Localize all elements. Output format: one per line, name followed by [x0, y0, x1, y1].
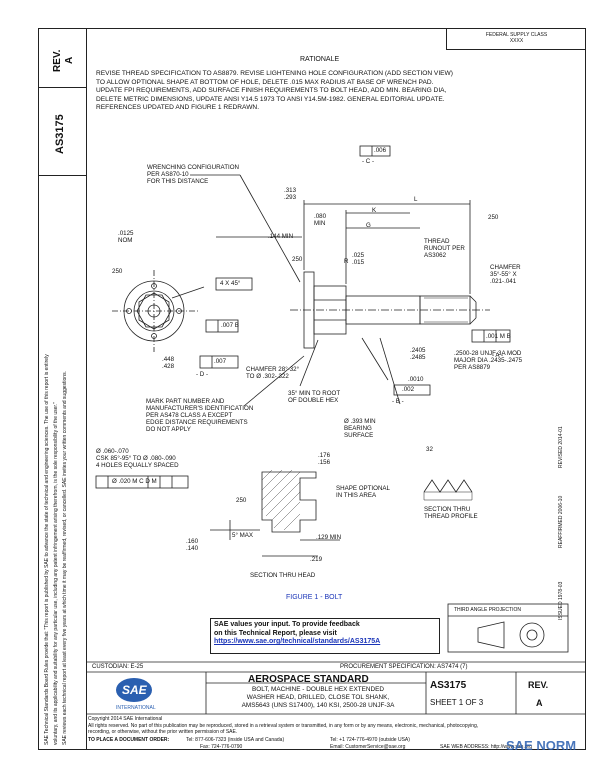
dim-007b: .007 B [221, 322, 239, 329]
footer-web: SAE WEB ADDRESS: http://www.sae.org [440, 744, 532, 750]
finish-250-section: 250 [236, 497, 247, 504]
feedback-line-1: SAE values your input. To provide feedba… [214, 621, 360, 628]
dim-l: L [414, 196, 418, 203]
sae-international: INTERNATIONAL [116, 705, 156, 711]
fsc-label: FEDERAL SUPPLY CLASS [485, 32, 548, 38]
dim-448: .448.428 [162, 356, 175, 370]
title-rev-value: A [536, 698, 543, 708]
dim-160: .160.140 [186, 538, 199, 552]
sae-logo-icon [116, 678, 152, 702]
dim-4x45: 4 X 45° [220, 280, 241, 287]
rationale-line-5: REFERENCES UPDATED AND FIGURE 1 REDRAWN. [96, 104, 260, 111]
drawing-frame [86, 28, 586, 750]
third-angle-label: THIRD ANGLE PROJECTION [454, 607, 521, 613]
sheet-number: SHEET 1 OF 3 [430, 698, 484, 707]
dim-025: .025.015 [352, 252, 365, 266]
dim-176: .176.156 [318, 452, 331, 466]
rev-box: REV. A [38, 28, 86, 88]
footer-fax: Fax: 724-776-0790 [200, 744, 243, 750]
dim-002: .002 [402, 386, 415, 393]
note-chamfer-head: CHAMFER 28°-32°TO Ø .302-.322 [246, 366, 300, 380]
finish-32: 32 [426, 446, 433, 453]
finish-250-right: 250 [488, 214, 499, 221]
rationale-title: RATIONALE [300, 56, 340, 63]
datum-c: - C - [362, 158, 375, 165]
fsc-number: XXXX [509, 38, 524, 44]
feedback-line-2: on this Technical Report, please visit [214, 629, 337, 637]
finish-250-head: 250 [292, 256, 303, 263]
procurement-spec: PROCUREMENT SPECIFICATION: AS7474 (7) [340, 664, 468, 670]
dim-0010: .0010 [408, 376, 424, 383]
feedback-link[interactable]: https://www.sae.org/technical/standards/… [214, 638, 381, 645]
dim-5max: 5° MAX [232, 532, 254, 539]
dim-001b: .001 M B [486, 333, 511, 340]
sae-logo-block: SAE INTERNATIONAL [86, 672, 206, 714]
watermark: SAE NORM [506, 738, 577, 753]
datum-d: - D - [196, 371, 209, 378]
fsc-box: FEDERAL SUPPLY CLASS XXXX [446, 28, 586, 50]
dim-2405: .2405.2485 [410, 347, 426, 361]
hole-tolerance: Ø .020 M C D M [112, 478, 157, 485]
footer-copyright: Copyright 2014 SAE International All rig… [88, 716, 479, 735]
dim-k: K [372, 207, 377, 214]
dim-007d: .007 [214, 358, 227, 365]
footer-tel-2: Tel: +1 724-776-4970 (outside USA) [330, 737, 410, 743]
rationale-line-3: UPDATE FPI REQUIREMENTS, ADD SURFACE FIN… [96, 87, 447, 94]
dim-r: R [344, 258, 349, 265]
dim-006: .006 [374, 147, 387, 154]
left-margin-column [38, 28, 86, 750]
caption-section-head: SECTION THRU HEAD [250, 572, 316, 579]
title-doc-number: AS3175 [430, 680, 467, 691]
rationale-line-2: TO ALLOW OPTIONAL SHAPE AT BOTTOM OF HOL… [96, 78, 434, 86]
custodian: CUSTODIAN: E-25 [92, 664, 144, 670]
dim-313: .313.293 [284, 187, 297, 201]
dim-219: .219 [310, 556, 323, 563]
datum-a: - A - [492, 352, 504, 359]
figure-caption: FIGURE 1 - BOLT [286, 594, 343, 601]
footer-order-label: TO PLACE A DOCUMENT ORDER: [88, 737, 170, 743]
rationale-line-1: REVISE THREAD SPECIFICATION TO AS8879. R… [96, 70, 453, 77]
footer-tel-1: Tel: 877-606-7323 (inside USA and Canada… [186, 737, 285, 743]
title-rev-label: REV. [528, 680, 549, 690]
thread-profile [423, 479, 473, 493]
dim-129min: .129 MIN [316, 534, 342, 541]
rationale-text: REVISE THREAD SPECIFICATION TO AS8879. R… [96, 70, 576, 113]
sae-logo-text: SAE [122, 683, 147, 697]
dim-g: G [366, 222, 371, 229]
footer-email: Email: CustomerService@sae.org [330, 744, 406, 750]
note-wrenching: WRENCHING CONFIGURATION PER AS870-10 FOR… [147, 164, 240, 185]
rationale-line-4: DELETE METRIC DIMENSIONS, UPDATE ANSI Y1… [96, 95, 445, 103]
feedback-box: SAE values your input. To provide feedba… [210, 618, 440, 654]
datum-b2: - B - [392, 398, 404, 405]
finish-250-left: 250 [112, 268, 123, 275]
standard-title: AEROSPACE STANDARD [248, 674, 369, 685]
doc-number-box: AS3175 [38, 88, 86, 176]
dim-144min: .144 MIN [268, 233, 294, 240]
